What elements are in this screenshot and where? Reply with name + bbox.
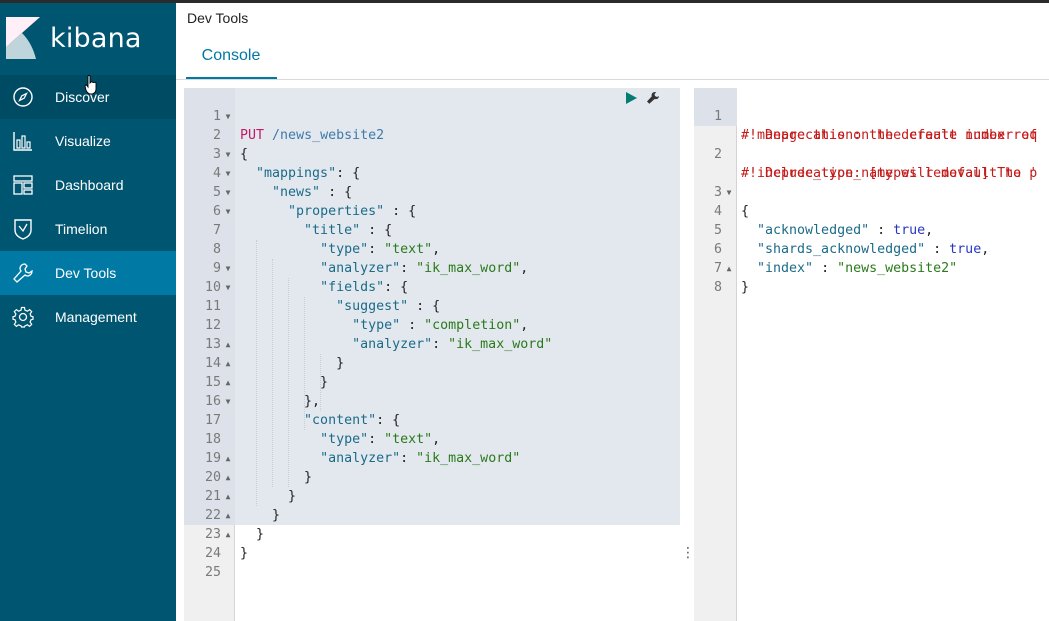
active-tab-indicator [186,77,277,79]
sidebar-item-management[interactable]: Management [0,295,176,339]
editor-line: 18 "analyzer": "ik_max_word" [204,432,521,466]
editor-line: 6▼ "title" : { [212,204,393,238]
request-url: /news_website2 [272,128,385,143]
output-line: 2 #! Deprecation: [types removal] The p [713,147,1038,181]
editor-line: 9▼ "fields": { [212,261,409,295]
wrench-icon [13,263,33,283]
output-gutter-highlight [694,88,737,126]
sidebar-item-dashboard[interactable]: Dashboard [0,163,176,207]
output-line: 1 #! Deprecation: the default number of [713,109,1038,143]
app-title: Dev Tools [187,10,249,26]
sidebar-item-visualize[interactable]: Visualize [0,119,176,163]
output-line: 8 [713,280,722,295]
sidebar-item-label: Discover [55,89,110,105]
editor-line: 8 "analyzer": "ik_max_word", [212,242,529,276]
editor-line: 14▲ } [204,356,329,390]
editor-line: 2▼ { [212,112,249,162]
shield-icon [14,219,32,240]
editor-line: 19▲ } [204,451,313,485]
output-line: 5 "shards_acknowledged" : true, [713,223,990,257]
output-line: manage this on the create index req [741,128,1038,143]
request-method: PUT [240,128,265,143]
output-gutter [694,88,737,621]
editor-line: 25 [204,565,221,580]
sidebar-item-label: Dev Tools [55,265,117,281]
tab-console[interactable]: Console [201,47,261,64]
sidebar-item-label: Timelion [55,221,108,237]
editor-line: 13▲ } [204,337,345,371]
kibana-logo[interactable]: kibana [0,3,176,75]
editor-line: 3▼ "mappings": { [212,147,361,181]
indent-guide [304,297,305,430]
dashboard-icon [13,175,33,195]
editor-line: 11 "type" : "completion", [204,299,529,333]
selected-request-highlight [235,88,680,525]
output-line: 7▲ } [713,261,750,295]
pane-resizer[interactable]: ⋮ [681,544,695,560]
sidebar-item-label: Management [55,309,137,325]
indent-guide [288,278,289,487]
indent-guide [256,240,257,506]
editor-line: 17 "type": "text", [204,413,441,447]
output-line: 3▼ { [713,185,750,219]
editor-line: 5▼ "properties" : { [212,185,417,219]
sidebar-item-timelion[interactable]: Timelion [0,207,176,251]
output-line: include_type_name will default to ' [741,166,1038,181]
sidebar-item-dev-tools[interactable]: Dev Tools [0,251,176,295]
compass-icon [13,87,33,107]
response-output[interactable]: 1 #! Deprecation: the default number of … [694,88,1049,621]
output-line: 4 "acknowledged" : true, [713,204,934,238]
top-strip [0,0,1049,3]
editor-line: 20▲ } [204,470,297,504]
mouse-pointer-icon [84,75,97,95]
request-editor[interactable]: 1 PUT /news_website2 2▼ { 3▼ "mappings":… [184,88,680,621]
editor-line: 24 [204,546,221,561]
sidebar: kibana Discover Visualize Dashboard [0,3,176,621]
editor-line: 22▲ } [204,508,265,542]
gutter-highlight [184,88,235,525]
editor-line: 4▼ "news" : { [212,166,353,200]
sidebar-item-label: Visualize [55,133,111,149]
play-icon[interactable] [624,91,638,105]
wrench-icon[interactable] [646,91,660,105]
logo-text: kibana [50,23,142,54]
editor-line: 15▲ }, [204,375,321,409]
chart-icon [13,132,32,151]
editor-line: 21▲ } [204,489,281,523]
editor-line: 1 PUT /news_website2 [212,109,385,143]
sidebar-item-label: Dashboard [55,177,124,193]
indent-guide [272,259,273,487]
editor-line: 16▼ "content": { [204,394,401,428]
kibana-logo-icon [6,17,40,59]
output-line: 6 "index" : "news_website2" [713,242,958,276]
editor-line: 10▼ "suggest" : { [204,280,441,314]
editor-line: 12 "analyzer": "ik_max_word" [204,318,553,352]
indent-guide [320,354,321,411]
editor-line: 23▲ } [204,527,249,561]
header-divider [176,79,1049,80]
gear-icon [12,306,34,328]
editor-line: 7 "type": "text", [212,223,441,257]
